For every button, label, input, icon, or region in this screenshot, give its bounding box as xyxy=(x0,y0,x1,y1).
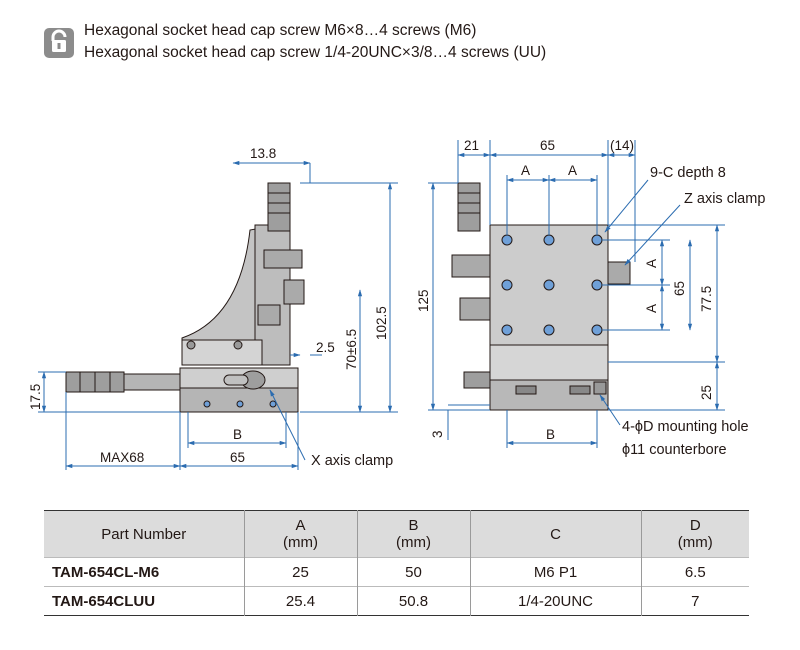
cell-b: 50.8 xyxy=(356,586,470,616)
dim-a-v2: A xyxy=(644,304,659,313)
dim-102-5: 102.5 xyxy=(374,306,389,340)
cell-a: 25 xyxy=(243,557,357,587)
dim-a-h1: A xyxy=(521,163,530,178)
side-view xyxy=(65,182,305,413)
cell-b: 50 xyxy=(356,557,470,587)
dim-3: 3 xyxy=(430,430,445,438)
cell-d: 6.5 xyxy=(640,557,749,587)
dim-21: 21 xyxy=(464,138,479,153)
table-header-row: Part Number A(mm) B(mm) C D(mm) xyxy=(44,510,749,558)
header-c: C xyxy=(469,510,641,558)
header-part-number: Part Number xyxy=(44,510,244,558)
counterbore-label: ϕ11 counterbore xyxy=(622,442,727,458)
cell-c: M6 P1 xyxy=(469,557,641,587)
table-row: TAM-654CL-M6 25 50 M6 P1 6.5 xyxy=(44,557,749,587)
header-d-unit: (mm) xyxy=(677,534,713,551)
header-b: B(mm) xyxy=(356,510,470,558)
cell-part-number: TAM-654CL-M6 xyxy=(44,557,244,587)
dim-a-v1: A xyxy=(644,259,659,268)
dim-65-top: 65 xyxy=(540,138,555,153)
screw-spec-m6: Hexagonal socket head cap screw M6×8…4 s… xyxy=(84,22,477,39)
mounting-hole-label: 4-ϕD mounting hole xyxy=(622,419,749,435)
dim-b-side: B xyxy=(233,427,242,442)
c-depth-label: 9-C depth 8 xyxy=(650,165,726,181)
x-axis-clamp-label: X axis clamp xyxy=(311,453,393,469)
dim-max68: MAX68 xyxy=(100,450,144,465)
header-a-label: A xyxy=(295,517,306,534)
z-axis-clamp-label: Z axis clamp xyxy=(684,191,765,207)
dim-65-vertical: 65 xyxy=(672,281,687,296)
cell-part-number: TAM-654CLUU xyxy=(44,586,244,616)
header-a: A(mm) xyxy=(243,510,357,558)
dim-17-5: 17.5 xyxy=(28,384,43,410)
header-d: D(mm) xyxy=(640,510,749,558)
dim-2-5: 2.5 xyxy=(316,340,335,355)
dim-13-8: 13.8 xyxy=(250,146,276,161)
dim-77-5: 77.5 xyxy=(699,286,714,312)
header-d-label: D xyxy=(689,517,701,534)
technical-drawing: 13.8 2.5 70±6.5 102.5 17.5 MAX68 65 B X … xyxy=(28,138,765,470)
cell-d: 7 xyxy=(640,586,749,616)
cell-a: 25.4 xyxy=(243,586,357,616)
front-view xyxy=(451,182,631,411)
dim-65-side: 65 xyxy=(230,450,245,465)
table-row: TAM-654CLUU 25.4 50.8 1/4-20UNC 7 xyxy=(44,586,749,616)
side-view-dimensions xyxy=(38,160,398,470)
header-b-label: B xyxy=(408,517,419,534)
dim-25: 25 xyxy=(699,385,714,400)
screw-spec-uu: Hexagonal socket head cap screw 1/4-20UN… xyxy=(84,44,547,61)
cell-c: 1/4-20UNC xyxy=(469,586,641,616)
front-view-dimensions xyxy=(428,140,725,448)
dim-a-h2: A xyxy=(568,163,577,178)
header-b-unit: (mm) xyxy=(396,534,431,551)
dim-70: 70±6.5 xyxy=(344,329,359,370)
header-a-unit: (mm) xyxy=(283,534,318,551)
dim-14: (14) xyxy=(610,138,634,153)
spec-table: Part Number A(mm) B(mm) C D(mm) TAM-654C… xyxy=(44,510,749,616)
lock-screw-icon xyxy=(44,28,74,58)
dim-125: 125 xyxy=(416,289,431,312)
dim-b-front: B xyxy=(546,427,555,442)
